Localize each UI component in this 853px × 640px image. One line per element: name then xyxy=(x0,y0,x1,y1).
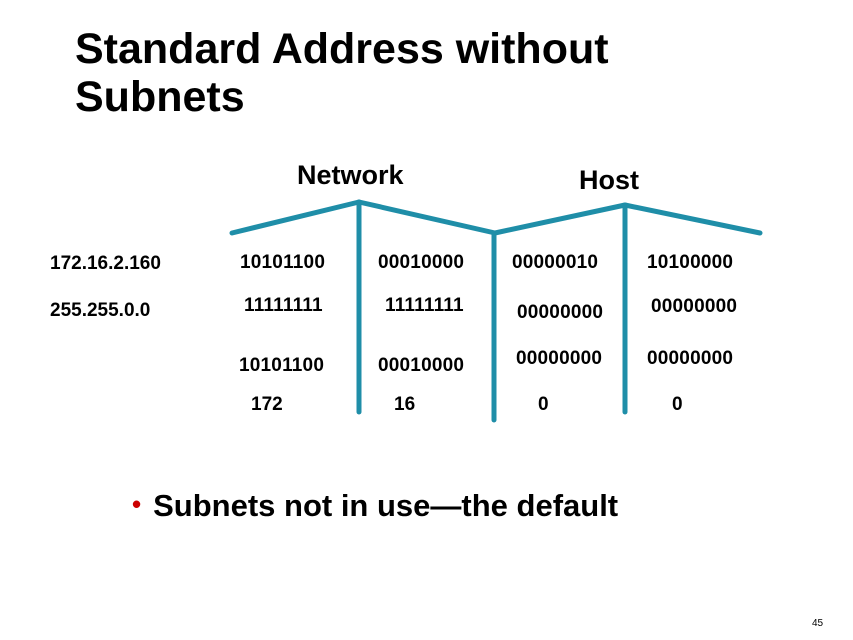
mask-octet-3-bits: 00000000 xyxy=(517,302,604,323)
page-number: 45 xyxy=(812,618,824,629)
host-label: Host xyxy=(579,165,639,195)
host-roof-right xyxy=(622,202,763,236)
ip-octet-2-bits: 00010000 xyxy=(378,252,465,273)
result-octet-4-bits: 00000000 xyxy=(647,348,734,369)
slide-title: Standard Address without Subnets xyxy=(75,25,609,121)
result-octet-3-decimal: 0 xyxy=(538,394,549,415)
host-roof-left xyxy=(492,202,628,236)
bullet-text: Subnets not in use—the default xyxy=(153,488,619,523)
result-octet-2-decimal: 16 xyxy=(394,394,416,415)
subnet-mask: 255.255.0.0 xyxy=(50,300,151,321)
result-octet-4-decimal: 0 xyxy=(672,394,683,415)
ip-address: 172.16.2.160 xyxy=(50,253,161,274)
result-octet-1-decimal: 172 xyxy=(251,394,283,415)
network-roof-left xyxy=(229,199,362,236)
mask-octet-2-bits: 11111111 xyxy=(385,295,464,316)
mask-octet-4-bits: 00000000 xyxy=(651,296,738,317)
bullet-dot-icon: • xyxy=(132,489,142,519)
network-roof-right xyxy=(356,199,498,236)
mask-octet-1-bits: 11111111 xyxy=(244,295,323,316)
result-octet-3-bits: 00000000 xyxy=(516,348,603,369)
ip-octet-3-bits: 00000010 xyxy=(512,252,599,273)
result-octet-1-bits: 10101100 xyxy=(239,355,325,376)
ip-octet-1-bits: 10101100 xyxy=(240,252,326,273)
network-label: Network xyxy=(297,160,404,190)
result-octet-2-bits: 00010000 xyxy=(378,355,465,376)
bullet-item: • Subnets not in use—the default xyxy=(132,488,618,524)
ip-octet-4-bits: 10100000 xyxy=(647,252,734,273)
